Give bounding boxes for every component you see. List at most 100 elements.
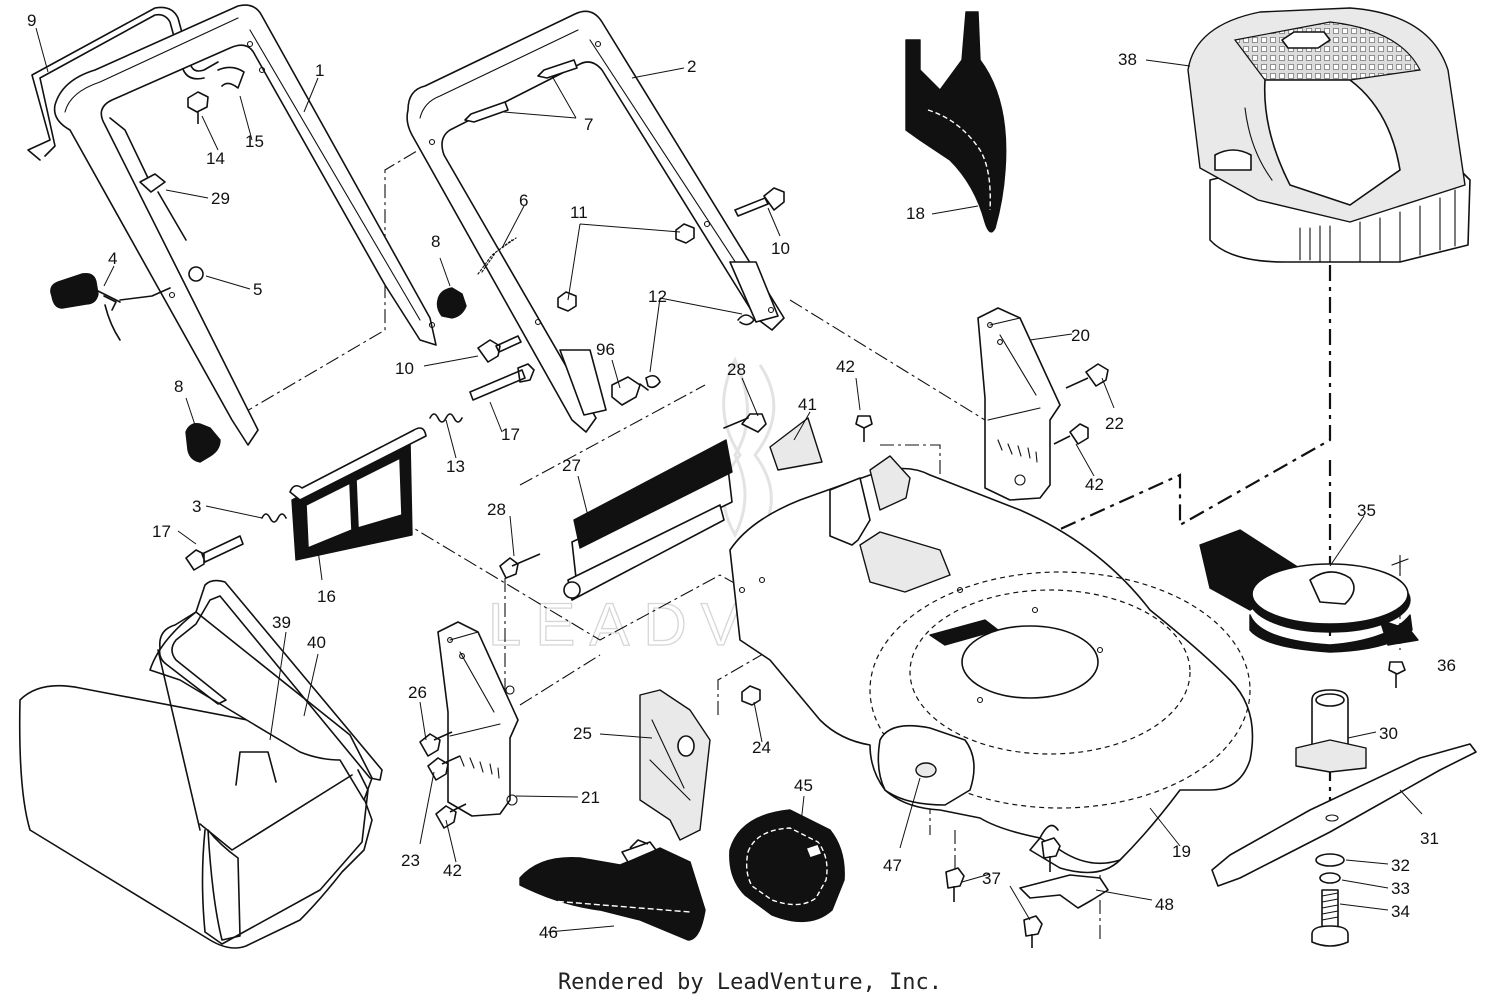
- mower-deck: [729, 455, 1254, 874]
- leader-lines: [35, 27, 1423, 933]
- callout-8-upper: 8: [431, 232, 440, 251]
- handle-knob-8-lower: [185, 422, 221, 463]
- bolt-42-left: [435, 803, 467, 829]
- callout-45: 45: [794, 776, 813, 795]
- callout-48: 48: [1155, 895, 1174, 914]
- nut-11-upper: [675, 223, 695, 244]
- callout-17-upper: 17: [501, 425, 520, 444]
- bolt-23: [427, 755, 461, 781]
- callout-28-lower: 28: [487, 500, 506, 519]
- discharge-plate: [639, 689, 711, 841]
- callout-30: 30: [1379, 724, 1398, 743]
- callout-19: 19: [1172, 842, 1191, 861]
- washer-32: [1315, 853, 1345, 867]
- callout-31: 31: [1420, 829, 1439, 848]
- bolt-26: [419, 731, 453, 757]
- callout-21: 21: [581, 788, 600, 807]
- bolt-28-lower: [499, 553, 541, 579]
- mulch-plug: [905, 11, 1007, 233]
- callout-7: 7: [584, 115, 593, 134]
- callout-1: 1: [315, 61, 324, 80]
- mulch-door: [519, 839, 706, 941]
- callout-13: 13: [446, 457, 465, 476]
- callout-23: 23: [401, 851, 420, 870]
- callout-22: 22: [1105, 414, 1124, 433]
- callout-42-right: 42: [1085, 475, 1104, 494]
- control-cable: [109, 117, 187, 241]
- callout-15: 15: [245, 132, 264, 151]
- callout-36: 36: [1437, 656, 1456, 675]
- callout-18: 18: [906, 204, 925, 223]
- handle-knob-8-upper: [436, 287, 467, 319]
- callout-39: 39: [272, 613, 291, 632]
- clip-12-lower: [639, 374, 661, 391]
- engine: [1187, 7, 1471, 263]
- lower-handle: [406, 10, 785, 433]
- callout-numbers: 9 1 2 7 29 15 14 4 5 6 8 8 11 10 10 12 9…: [27, 11, 1456, 942]
- callout-28-upper: 28: [727, 360, 746, 379]
- bolt-7-lower: [464, 101, 509, 123]
- nut-11-lower: [557, 291, 577, 312]
- callout-2: 2: [687, 57, 696, 76]
- callout-40: 40: [307, 633, 326, 652]
- callout-42-top: 42: [836, 357, 855, 376]
- callout-34: 34: [1391, 902, 1410, 921]
- bolt-37-left: [945, 867, 965, 902]
- callout-33: 33: [1391, 879, 1410, 898]
- callout-17-lower: 17: [152, 522, 171, 541]
- bolt-22: [1065, 363, 1109, 389]
- bolt-10-upper: [734, 187, 785, 217]
- bolt-42-right: [1053, 423, 1089, 445]
- callout-3: 3: [192, 497, 201, 516]
- callout-37: 37: [982, 869, 1001, 888]
- callout-25: 25: [573, 724, 592, 743]
- callout-27: 27: [562, 456, 581, 475]
- callout-16: 16: [317, 587, 336, 606]
- height-adjuster-left: [437, 621, 519, 817]
- callout-5: 5: [253, 280, 262, 299]
- grass-bag: [18, 579, 383, 949]
- callout-35: 35: [1357, 501, 1376, 520]
- callout-24: 24: [752, 738, 771, 757]
- mower-blade: [1211, 743, 1477, 887]
- callout-14: 14: [206, 149, 225, 168]
- callout-32: 32: [1391, 856, 1410, 875]
- footer-credit: Rendered by LeadVenture, Inc.: [557, 970, 943, 995]
- callout-20: 20: [1071, 326, 1090, 345]
- cable-tie: [477, 237, 517, 275]
- bolt-37-center: [1041, 837, 1061, 872]
- callout-42-left: 42: [443, 861, 462, 880]
- bracket-48: [1019, 874, 1109, 909]
- callout-29: 29: [211, 189, 230, 208]
- callout-41: 41: [798, 395, 817, 414]
- callout-9: 9: [27, 11, 36, 30]
- bolt-36: [1388, 661, 1406, 688]
- blade-adapter: [1295, 689, 1367, 773]
- callout-12: 12: [648, 287, 667, 306]
- spring-13: [429, 413, 463, 423]
- callout-26: 26: [408, 683, 427, 702]
- handle-knob-left: [50, 272, 171, 341]
- discharge-chute: [729, 809, 845, 923]
- plate-41: [769, 417, 823, 471]
- bolt-42-top: [855, 415, 873, 442]
- bolt-14: [187, 91, 209, 124]
- bolt-17-upper: [469, 363, 535, 401]
- bolt-7-upper: [537, 59, 578, 79]
- callout-6: 6: [519, 191, 528, 210]
- callout-8-lower: 8: [174, 377, 183, 396]
- nut-24: [741, 685, 761, 706]
- callout-10-lower: 10: [395, 359, 414, 378]
- bolt-37-lower: [1023, 915, 1043, 948]
- clamp-96: [611, 376, 641, 406]
- clip-15: [217, 66, 245, 89]
- bolt-17-lower: [185, 535, 244, 571]
- callout-46: 46: [539, 923, 558, 942]
- rear-door-rod: [563, 413, 767, 601]
- callout-11: 11: [570, 203, 588, 222]
- callout-38: 38: [1118, 50, 1137, 69]
- lock-washer-33: [1319, 872, 1341, 884]
- clip-12-upper: [737, 314, 755, 326]
- watermark-flame-icon: [722, 356, 776, 539]
